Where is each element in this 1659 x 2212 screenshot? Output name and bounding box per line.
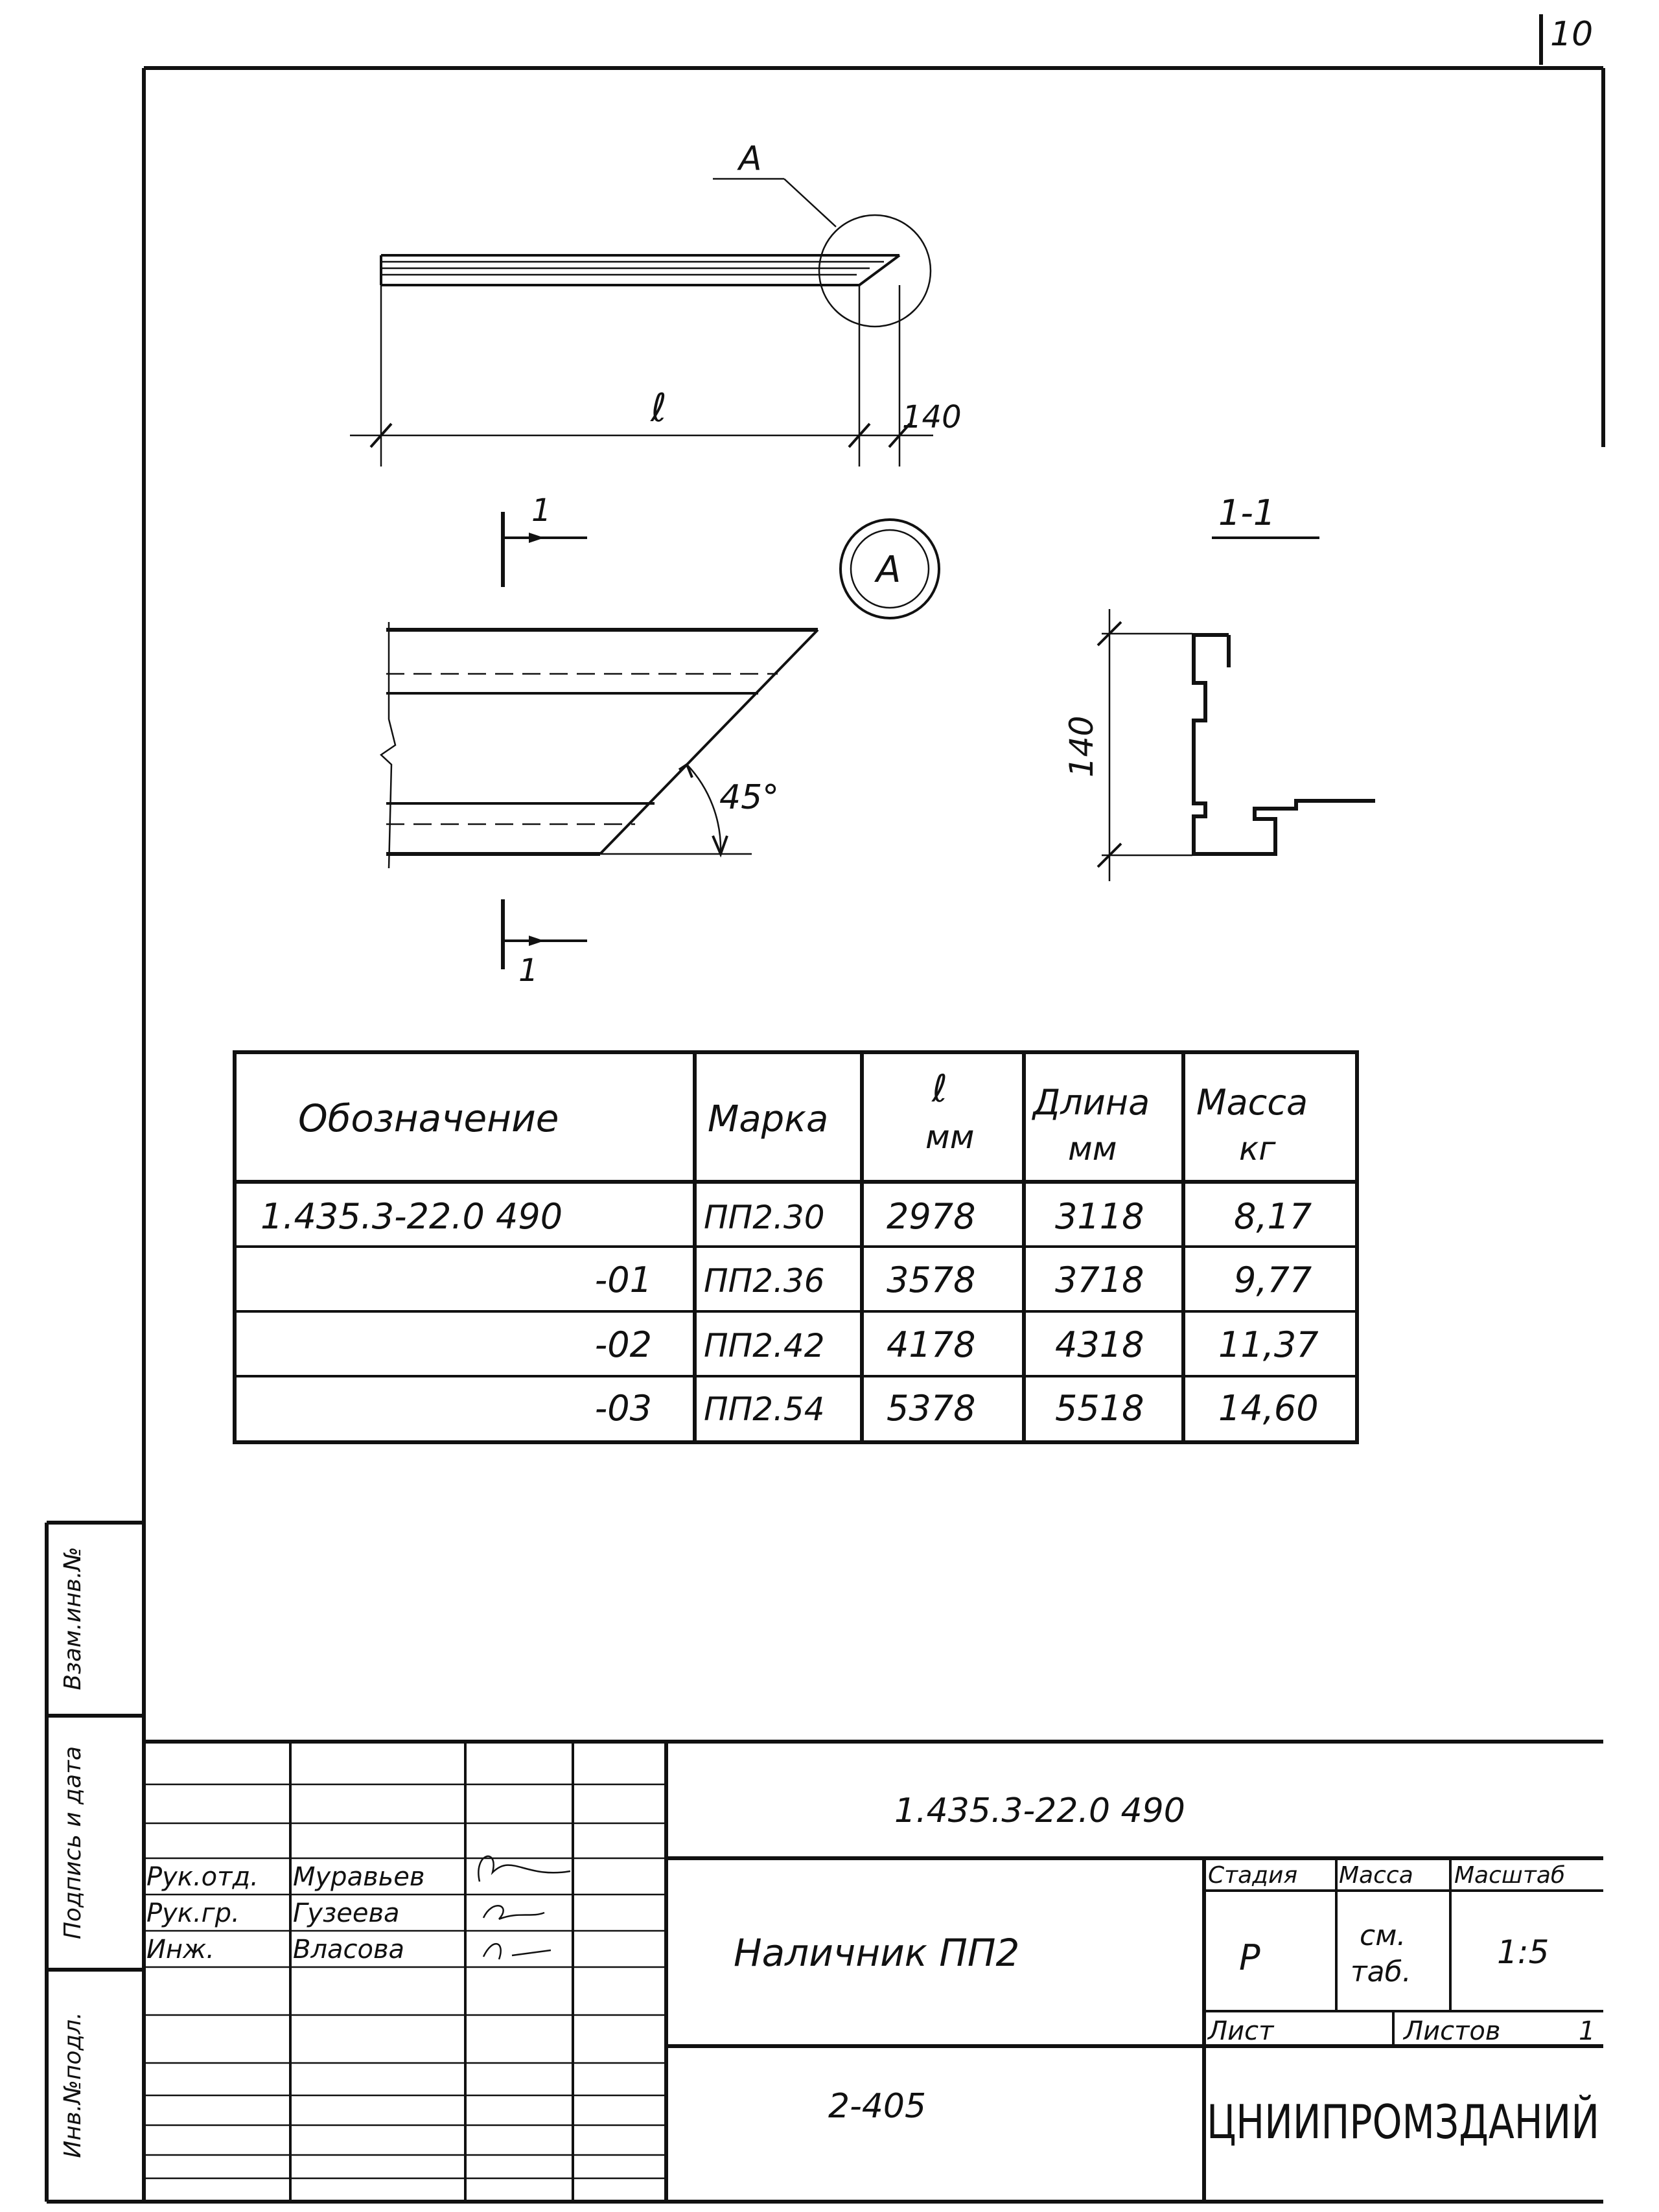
header-l-line1: ℓ — [931, 1066, 947, 1111]
role-engineer: Инж. — [146, 1935, 215, 1964]
section-mark-bottom: 1 — [518, 952, 539, 989]
dimension-length-label: ℓ — [650, 386, 667, 431]
detail-a-label: А — [874, 549, 901, 591]
section-mark-top: 1 — [531, 492, 551, 529]
section-cut-marks — [501, 512, 587, 969]
stage-value: Р — [1239, 1937, 1260, 1978]
row-l: 4178 — [887, 1324, 975, 1365]
row-designation: 1.435.3-22.0 490 — [261, 1196, 563, 1237]
document-code: 1.435.3-22.0 490 — [894, 1791, 1185, 1830]
page-number: 10 — [1550, 15, 1593, 54]
side-stamp-signature-date: Подпись и дата — [60, 1746, 86, 1939]
header-l-line2: мм — [925, 1118, 974, 1156]
dimension-140-section: 140 — [1063, 716, 1100, 778]
signatures — [478, 1855, 571, 1960]
mass-value-line2: таб. — [1351, 1955, 1411, 1988]
mass-value-line1: см. — [1360, 1919, 1406, 1952]
spec-table-row: 1.435.3-22.0 490 ПП2.30 2978 3118 8,17 — [261, 1196, 1312, 1237]
side-stamp — [45, 1521, 144, 2204]
organization-name: ЦНИИПРОМЗДАНИЙ — [1207, 2095, 1599, 2149]
row-mass: 11,37 — [1218, 1324, 1319, 1365]
person-head-dept: Муравьев — [293, 1862, 424, 1892]
scale-header: Масштаб — [1454, 1862, 1565, 1889]
row-designation: -01 — [595, 1260, 652, 1300]
stage-header: Стадия — [1208, 1862, 1297, 1889]
angle-label: 45° — [719, 778, 779, 817]
row-mass: 8,17 — [1234, 1196, 1312, 1237]
row-designation: -02 — [595, 1324, 652, 1365]
header-mass-line1: Масса — [1196, 1082, 1308, 1123]
row-l: 3578 — [887, 1260, 975, 1300]
title-block-grid — [144, 1740, 1603, 2202]
row-length: 4318 — [1055, 1324, 1144, 1365]
sheets-label: Листов — [1402, 2016, 1500, 2046]
spec-table-row: -02 ПП2.42 4178 4318 11,37 — [595, 1324, 1319, 1365]
sheet-label: Лист — [1207, 2016, 1275, 2046]
sheet-series: 2-405 — [828, 2087, 926, 2126]
scale-value: 1:5 — [1497, 1933, 1549, 1971]
row-l: 5378 — [887, 1388, 975, 1429]
trim-top-view — [380, 178, 932, 328]
row-mass: 9,77 — [1234, 1260, 1312, 1300]
row-designation: -03 — [595, 1388, 652, 1429]
row-mark: ПП2.42 — [704, 1327, 825, 1365]
role-head-group: Рук.гр. — [146, 1898, 240, 1928]
callout-a-label: А — [737, 139, 762, 178]
section-1-1-profile — [1096, 609, 1375, 881]
row-mark: ПП2.36 — [704, 1262, 825, 1300]
row-length: 5518 — [1055, 1388, 1144, 1429]
side-stamp-inventory: Инв.№подл. — [60, 2012, 86, 2158]
dimension-140-top: 140 — [902, 399, 962, 435]
person-head-group: Гузеева — [293, 1898, 400, 1928]
row-mark: ПП2.54 — [704, 1390, 825, 1428]
header-mark: Марка — [708, 1098, 828, 1140]
header-designation: Обозначение — [298, 1096, 559, 1140]
section-title: 1-1 — [1218, 492, 1275, 533]
row-mark: ПП2.30 — [704, 1199, 825, 1236]
row-length: 3118 — [1055, 1196, 1144, 1237]
role-head-dept: Рук.отд. — [146, 1862, 259, 1892]
side-stamp-replacement: Взам.инв.№ — [60, 1547, 86, 1690]
document-name: Наличник ПП2 — [734, 1931, 1019, 1975]
header-length-line1: Длина — [1032, 1082, 1150, 1123]
spec-table-grid — [233, 1050, 1359, 1444]
dimension-length — [350, 285, 933, 467]
detail-a-view — [380, 518, 940, 869]
spec-table-header: Обозначение Марка ℓ мм Длина мм Масса кг — [298, 1066, 1308, 1168]
spec-table-row: -03 ПП2.54 5378 5518 14,60 — [595, 1388, 1319, 1429]
header-mass-line2: кг — [1239, 1130, 1276, 1168]
row-l: 2978 — [887, 1196, 975, 1237]
person-engineer: Власова — [293, 1935, 404, 1964]
row-mass: 14,60 — [1218, 1388, 1319, 1429]
header-length-line2: мм — [1068, 1130, 1117, 1168]
sheets-value: 1 — [1579, 2016, 1595, 2046]
sheet-frame — [142, 14, 1605, 2204]
row-length: 3718 — [1055, 1260, 1144, 1300]
spec-table-row: -01 ПП2.36 3578 3718 9,77 — [595, 1260, 1312, 1300]
mass-header: Масса — [1339, 1862, 1413, 1889]
